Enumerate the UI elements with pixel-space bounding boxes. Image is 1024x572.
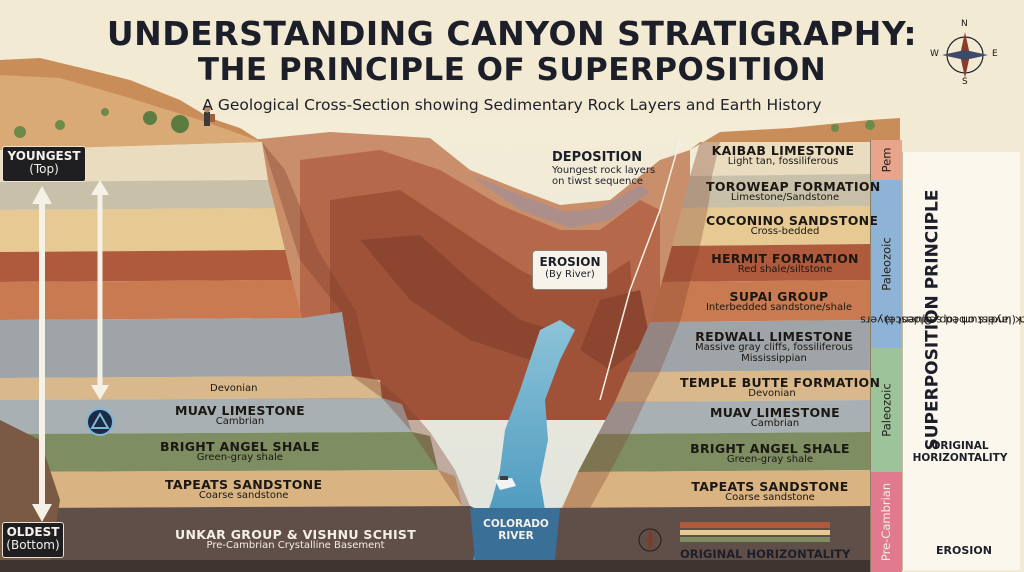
page-title-line2: THE PRINCIPLE OF SUPERPOSITION: [197, 52, 827, 88]
youngest-sub: (Top): [29, 162, 59, 177]
compass-north: N: [961, 19, 968, 29]
inset-caption: EROSION: [936, 544, 992, 557]
left-plateau: [0, 58, 262, 150]
left-layer-devonian: Devonian: [210, 383, 258, 394]
river-label-shape: [470, 508, 560, 572]
deposition-pointer: [599, 139, 681, 401]
deposition-callout: DEPOSITION Youngest rock layers on tiwst…: [552, 150, 655, 187]
compass-east: E: [992, 49, 998, 59]
page-subtitle: A Geological Cross-Section showing Sedim…: [202, 96, 822, 114]
youngest-tag: YOUNGEST (Top): [2, 146, 86, 182]
erosion-title: EROSION: [539, 255, 601, 269]
deposition-title: DEPOSITION: [552, 150, 643, 165]
left-strata: [0, 142, 510, 572]
oldest-label: OLDEST: [6, 525, 60, 539]
era-paleozoic-lower: Paleozoic: [870, 348, 902, 472]
age-arrow: [32, 180, 109, 522]
distant-canyon: [250, 132, 690, 420]
erosion-callout: EROSION (By River): [532, 250, 608, 290]
horizontality-legend: [638, 522, 830, 552]
left-layer-bright-angel: BRIGHT ANGEL SHALE Green-gray shale: [160, 439, 320, 464]
compass-west: W: [930, 49, 939, 59]
left-layer-muav: MUAV LIMESTONE Cambrian: [175, 403, 306, 428]
deposition-text-2: on tiwst sequence: [552, 176, 644, 187]
deposition-text-1: Youngest rock layers: [552, 165, 656, 176]
compass-rose-icon: [942, 32, 988, 78]
erosion-sub: (By River): [545, 269, 595, 280]
oldest-sub: (Bottom): [6, 538, 60, 553]
inset-title: ORIGINAL HORIZONTALITY: [912, 440, 1008, 464]
page-title-line1: UNDERSTANDING CANYON STRATIGRAPHY:: [106, 14, 918, 53]
layer-stack-icon: [86, 408, 114, 436]
horizontality-legend-label: ORIGINAL HORIZONTALITY: [680, 547, 851, 561]
river-line1: COLORADO: [483, 518, 549, 530]
left-layer-basement: UNKAR GROUP & VISHNU SCHIST Pre-Cambrian…: [175, 527, 417, 552]
river-line2: RIVER: [498, 530, 534, 542]
principle-text: Youngest rock layers on top, Oldest laye…: [860, 313, 1024, 327]
compass-south: S: [962, 77, 968, 87]
youngest-label: YOUNGEST: [7, 149, 81, 163]
left-layer-tapeats: TAPEATS SANDSTONE Coarse sandstone: [165, 477, 323, 502]
era-pem: Pem: [870, 140, 902, 180]
oldest-tag: OLDEST (Bottom): [2, 522, 64, 558]
era-paleozoic-upper: Paleozoic: [870, 180, 902, 348]
era-precambrian: Pre-Cambrian: [870, 472, 902, 572]
principle-panel: [902, 152, 1020, 570]
river-label: COLORADO RIVER: [476, 518, 556, 542]
